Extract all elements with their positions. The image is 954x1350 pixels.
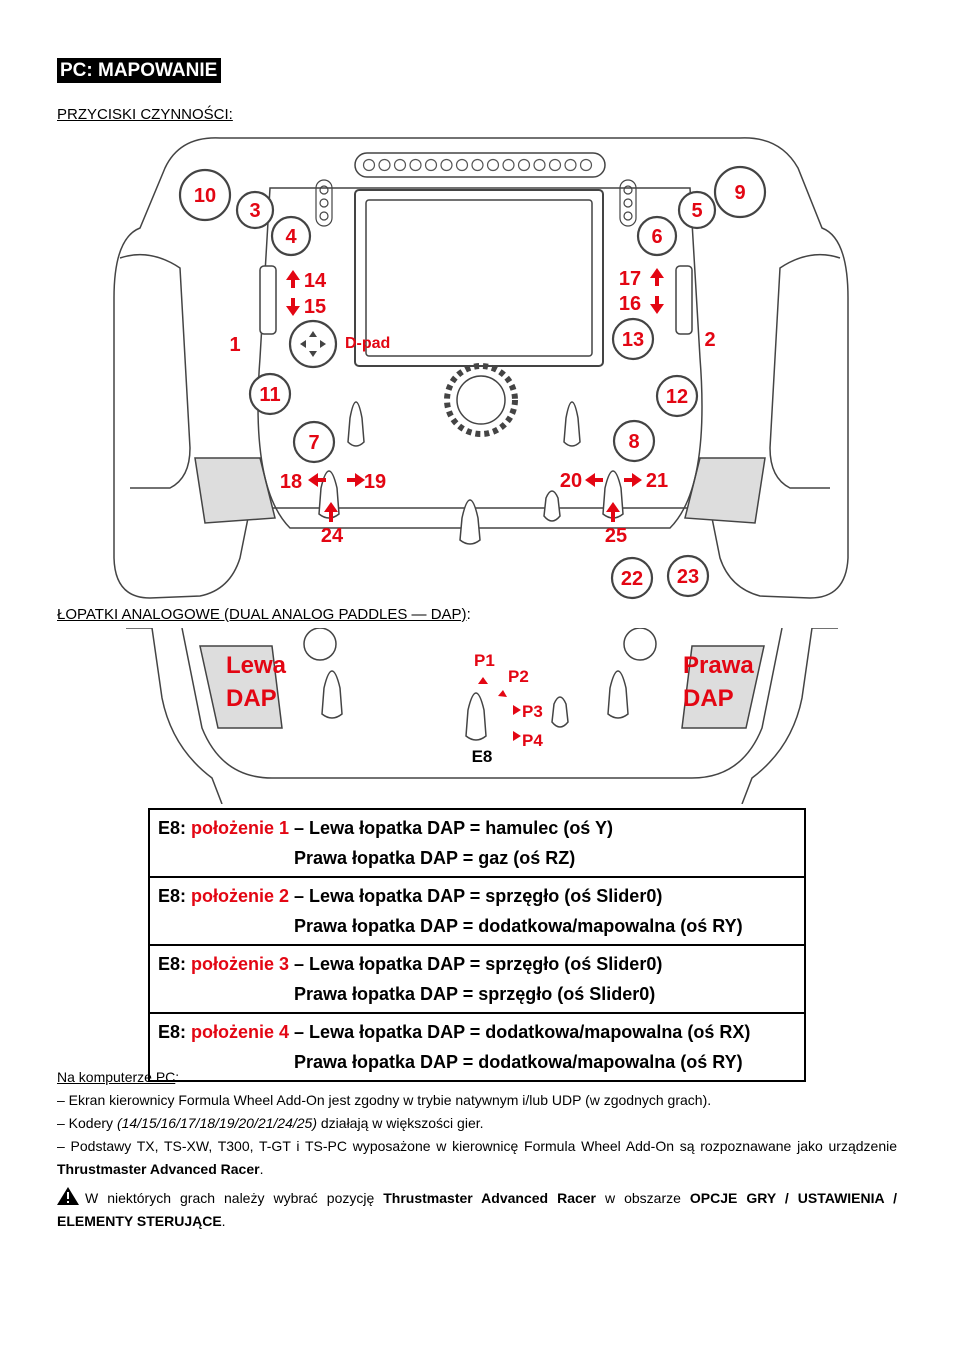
section-heading-buttons: PRZYCISKI CZYNNOŚCI:	[57, 106, 233, 123]
encoder-label-18: 18	[280, 471, 302, 493]
rev-led	[424, 158, 438, 172]
paddle-label-1: 1	[229, 334, 240, 356]
encoder-label-20: 20	[560, 470, 582, 492]
paddle-label-2: 2	[704, 329, 715, 351]
rev-led	[502, 158, 515, 172]
rev-led	[486, 158, 500, 172]
position-label-p4: P4	[522, 731, 543, 750]
rev-led	[548, 158, 562, 172]
position-value: położenie 2	[191, 886, 290, 906]
encoder-label-15: 15	[304, 296, 326, 318]
position-label-p1: P1	[474, 651, 495, 670]
position-value: położenie 3	[191, 954, 290, 974]
button-label-7: 7	[308, 432, 319, 454]
button-label-3: 3	[249, 200, 260, 222]
dap-mapping-table: E8: położenie 1 – Lewa łopatka DAP = ham…	[148, 808, 806, 1082]
right-dap-label-2: DAP	[683, 685, 734, 712]
notes: Na komputerze PC: – Ekran kierownicy For…	[57, 1066, 897, 1233]
dpad-label: D-pad	[345, 335, 390, 352]
page-title: PC: MAPOWANIE	[57, 58, 222, 83]
rev-led	[393, 158, 407, 172]
rev-led	[378, 158, 391, 172]
encoder-label-21: 21	[646, 470, 668, 492]
button-label-6: 6	[651, 226, 662, 248]
button-label-11: 11	[259, 384, 280, 406]
rev-led	[471, 158, 484, 172]
table-row: E8: położenie 2 – Lewa łopatka DAP = spr…	[148, 876, 806, 946]
encoder-label-16: 16	[619, 293, 641, 315]
rev-led	[517, 158, 531, 172]
selector-label-e8: E8	[472, 747, 493, 766]
button-label-8: 8	[628, 431, 639, 453]
position-value: położenie 1	[191, 818, 290, 838]
right-dap-label-1: Prawa	[683, 652, 754, 679]
button-label-9: 9	[734, 182, 745, 204]
wheel-diagram: 10 3 4 9 5 6 11 12 7 8 13 1 2 14 15 17 1…	[113, 137, 849, 600]
button-label-5: 5	[691, 200, 702, 222]
rev-led	[455, 158, 469, 172]
note-line: – Podstawy TX, TS-XW, T300, T-GT i TS-PC…	[57, 1138, 897, 1177]
note-line: – Kodery (14/15/16/17/18/19/20/21/24/25)…	[57, 1115, 484, 1131]
encoder-label-19: 19	[364, 471, 386, 493]
encoder-label-25: 25	[605, 525, 627, 547]
warning-icon	[57, 1187, 79, 1205]
position-label-p2: P2	[508, 667, 529, 686]
rev-led	[409, 158, 422, 172]
button-label-23: 23	[677, 566, 699, 588]
encoder-label-14: 14	[304, 270, 327, 292]
button-label-12: 12	[666, 386, 688, 408]
button-label-4: 4	[285, 226, 297, 248]
table-row: E8: położenie 4 – Lewa łopatka DAP = dod…	[148, 1012, 806, 1082]
note-line: – Ekran kierownicy Formula Wheel Add-On …	[57, 1092, 712, 1108]
section-heading-paddles: ŁOPATKI ANALOGOWE (DUAL ANALOG PADDLES —…	[57, 606, 471, 623]
rev-led	[362, 158, 376, 172]
warning-note: W niektórych grach należy wybrać pozycję…	[57, 1187, 897, 1233]
rev-led	[440, 158, 453, 172]
button-label-13: 13	[622, 329, 644, 351]
encoder-label-17: 17	[619, 268, 641, 290]
table-row: E8: położenie 3 – Lewa łopatka DAP = spr…	[148, 944, 806, 1014]
left-dap-label-2: DAP	[226, 685, 277, 712]
encoder-label-24: 24	[321, 525, 344, 547]
dap-diagram: Lewa DAP Prawa DAP P1 P2 P3 P4 E8	[126, 628, 838, 804]
notes-intro: Na komputerze PC:	[57, 1069, 180, 1085]
position-value: położenie 4	[191, 1022, 290, 1042]
button-label-22: 22	[621, 568, 643, 590]
table-row: E8: położenie 1 – Lewa łopatka DAP = ham…	[148, 808, 806, 878]
rev-led	[533, 158, 546, 172]
button-label-10: 10	[194, 185, 216, 207]
rev-led	[579, 158, 593, 172]
left-dap-label-1: Lewa	[226, 652, 287, 679]
rev-led	[564, 158, 577, 172]
position-label-p3: P3	[522, 702, 543, 721]
